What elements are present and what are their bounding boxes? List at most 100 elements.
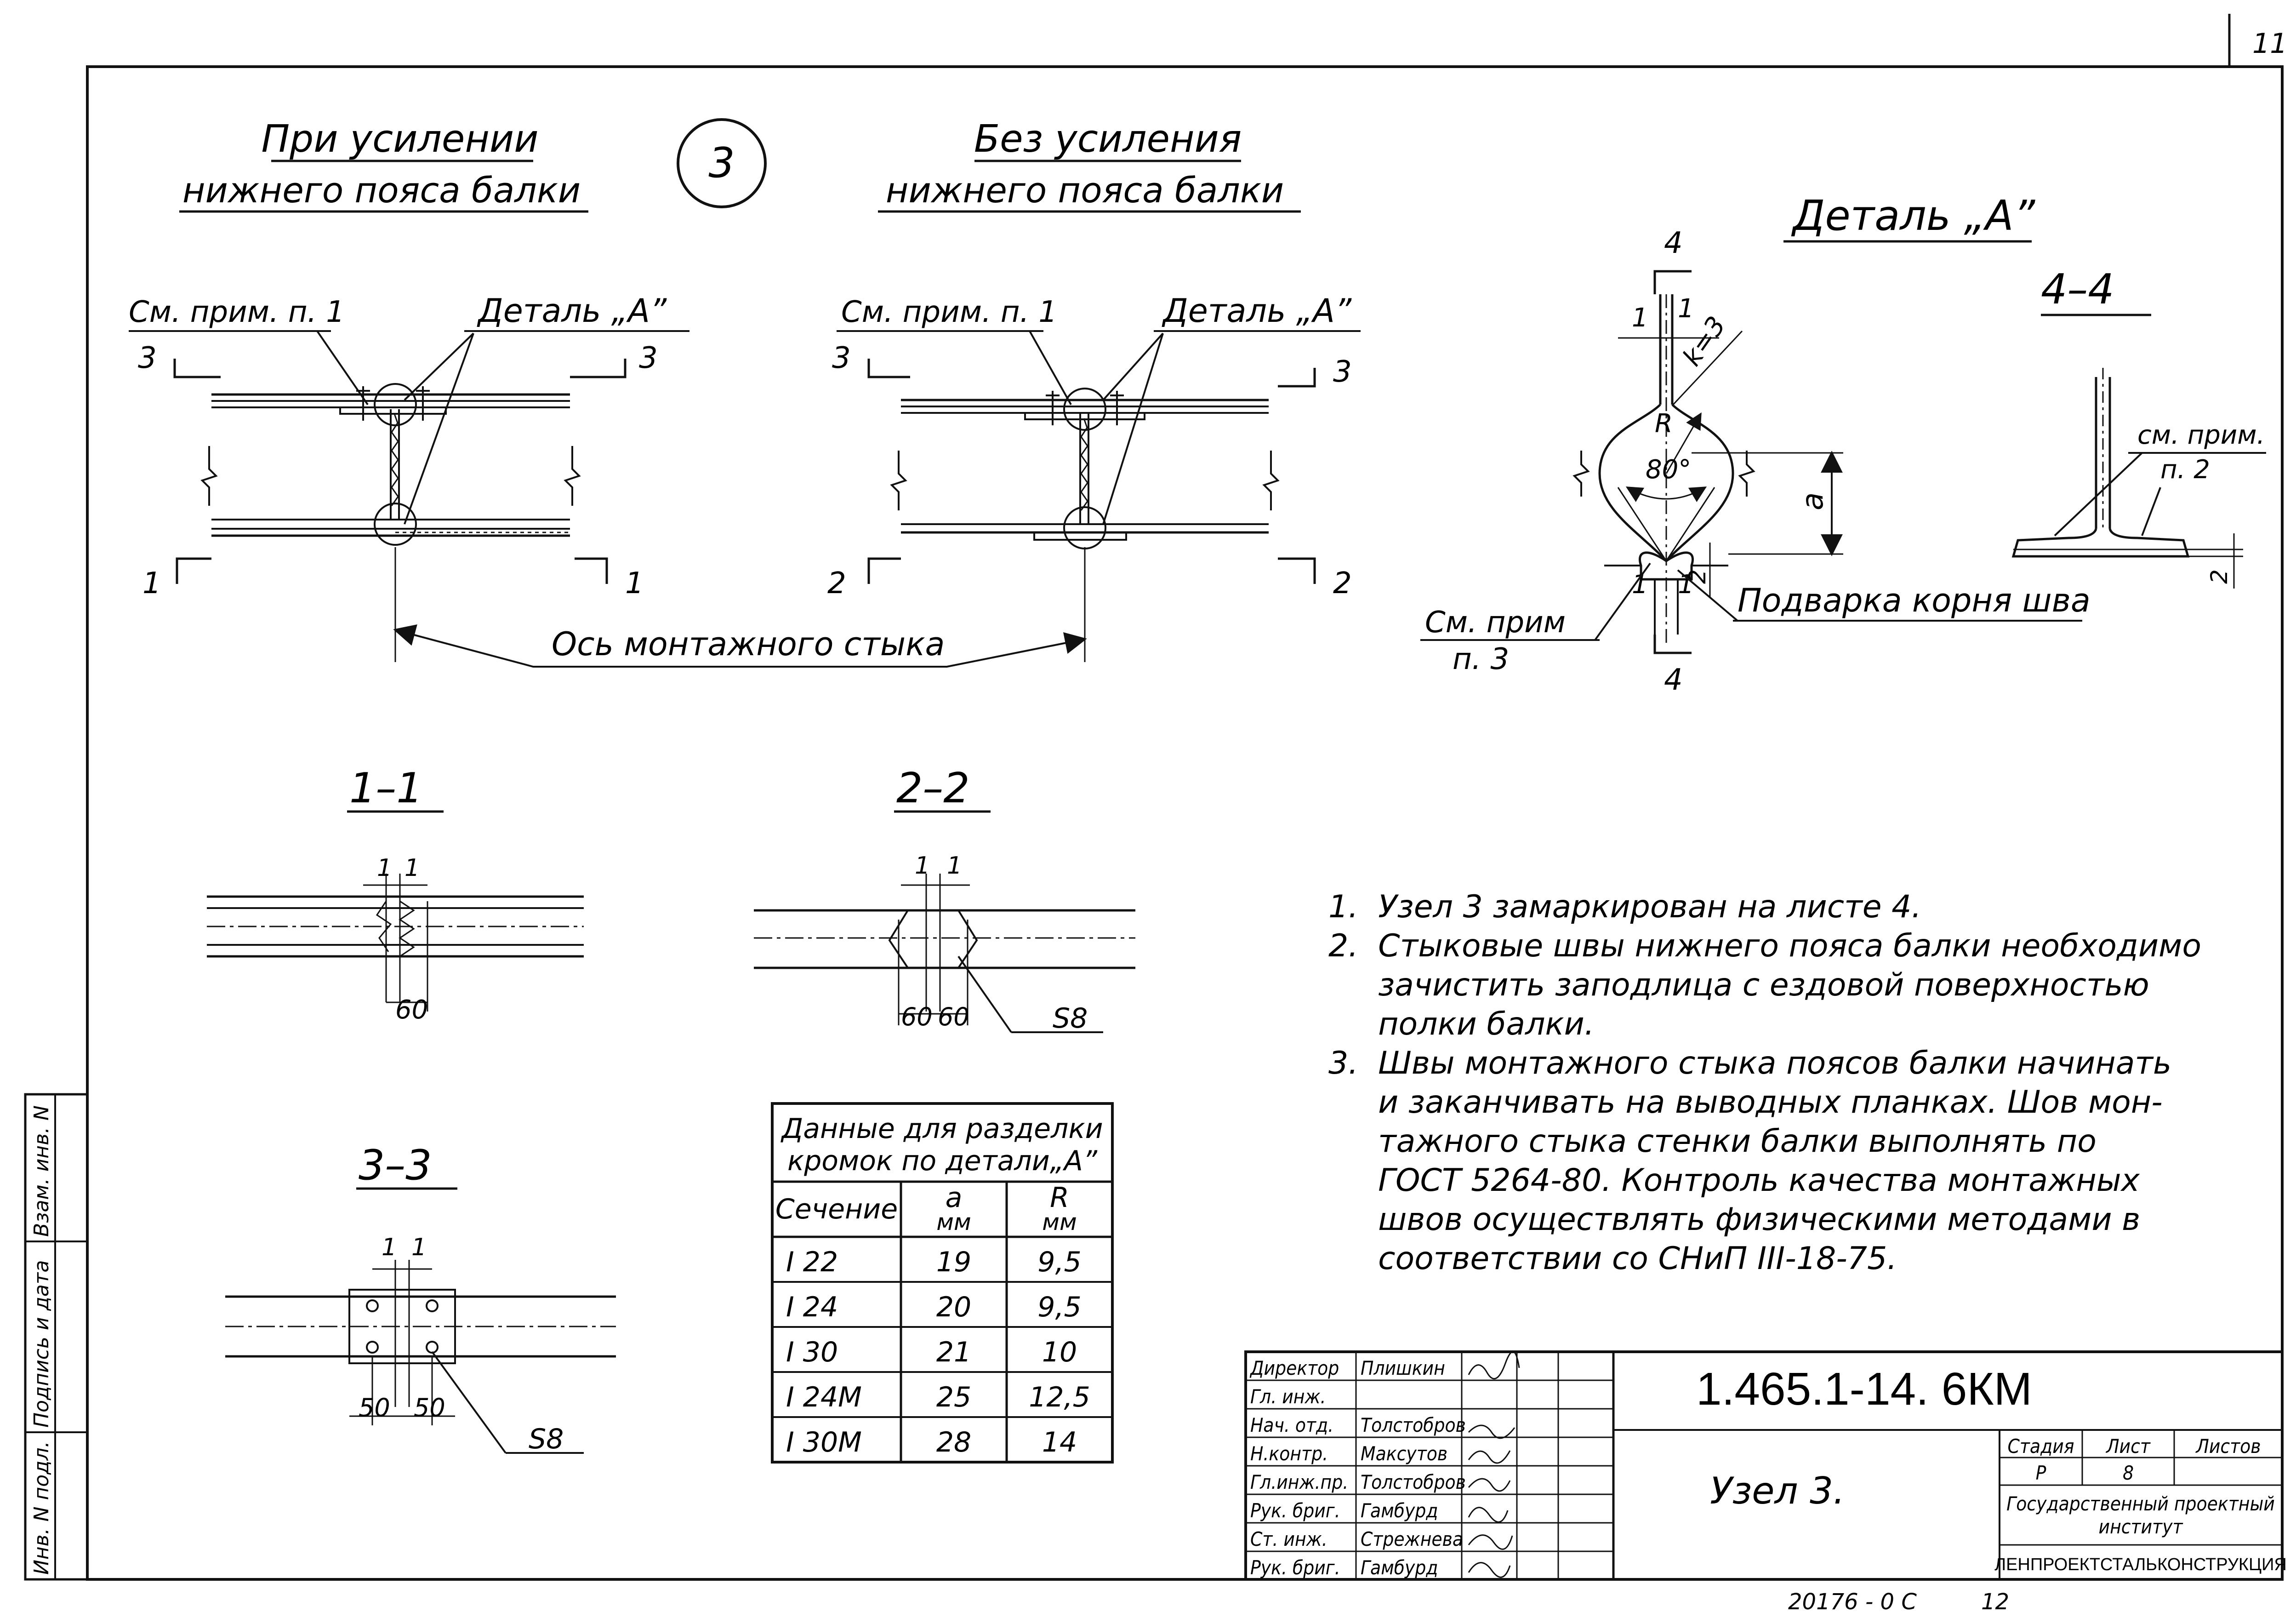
right-header-line2: нижнего пояса балки bbox=[886, 170, 1284, 211]
footer-page: 12 bbox=[1981, 1589, 2009, 1615]
note-line: 2. Стыковые швы нижнего пояса балки необ… bbox=[1328, 928, 2201, 964]
right-section-top-left: 3 bbox=[832, 341, 851, 375]
section-4-4-note-line1: см. прим. bbox=[2137, 420, 2265, 450]
section-2-2-thickness: S8 bbox=[1053, 1002, 1088, 1035]
tb-code: 1.465.1-14. 6КМ bbox=[1696, 1363, 2032, 1415]
detail-a-gap-top-left: 1 bbox=[1632, 303, 1648, 333]
tb-role: Гл.инж.пр. bbox=[1250, 1471, 1348, 1493]
left-section-bottom-right: 1 bbox=[625, 566, 644, 600]
tb-org-line1: Государственный проектный bbox=[2006, 1492, 2275, 1515]
tb-name: Плишкин bbox=[1361, 1357, 1445, 1379]
section-1-1-gap-right: 1 bbox=[405, 854, 420, 882]
title-block: Директор Плишкин Гл. инж. Нач. отд. Толс… bbox=[1244, 1350, 2287, 1581]
node-number-circle bbox=[677, 118, 767, 208]
right-header-line1: Без усиления bbox=[974, 117, 1242, 161]
svg-text:9,5: 9,5 bbox=[1037, 1291, 1081, 1323]
tb-sheet: 8 bbox=[2123, 1462, 2134, 1484]
detail-a-see-note-line1: См. прим bbox=[1425, 606, 1566, 640]
section-2-2-gap-right: 1 bbox=[947, 852, 962, 880]
side-stamp-inv: Инв. N подл. bbox=[30, 1441, 53, 1575]
table-row: I 24M 25 12,5 bbox=[786, 1381, 1090, 1413]
right-see-note: См. прим. п. 1 bbox=[841, 295, 1057, 329]
signature bbox=[1468, 1351, 1520, 1578]
section-2-2: 2–2 1 1 60 60 S8 bbox=[754, 764, 1135, 1035]
table-row: I 30 21 10 bbox=[786, 1336, 1077, 1368]
sheet-number: 11 bbox=[2252, 28, 2287, 60]
section-3-3-title: 3–3 bbox=[359, 1141, 432, 1189]
table-col-r: R bbox=[1050, 1182, 1069, 1214]
section-2-2-dim-right: 60 bbox=[938, 1002, 969, 1031]
tb-role: Рук. бриг. bbox=[1250, 1556, 1340, 1579]
section-1-1-gap-left: 1 bbox=[377, 854, 392, 882]
tb-role: Н.контр. bbox=[1250, 1442, 1328, 1465]
tb-name: Стрежнева bbox=[1361, 1528, 1463, 1550]
tb-role: Гл. инж. bbox=[1250, 1385, 1326, 1408]
axis-label: Ось монтажного стыка bbox=[552, 625, 945, 663]
tb-stage: Р bbox=[2036, 1462, 2046, 1484]
table-col-section: Сечение bbox=[775, 1193, 898, 1225]
detail-a-root-weld: Подварка корня шва bbox=[1738, 582, 2091, 619]
table-row: I 22 19 9,5 bbox=[786, 1246, 1082, 1278]
svg-text:I 24: I 24 bbox=[786, 1291, 838, 1323]
tb-name: Максутов bbox=[1361, 1442, 1447, 1465]
section-4-4-title: 4–4 bbox=[2041, 265, 2114, 314]
tb-sheets-label: Листов bbox=[2195, 1435, 2261, 1458]
left-see-note: См. прим. п. 1 bbox=[129, 295, 345, 329]
tb-name: Толстобров bbox=[1361, 1414, 1466, 1436]
detail-a-title: Деталь „А” bbox=[1791, 192, 2036, 240]
left-detail-label: Деталь „А” bbox=[477, 292, 667, 330]
section-3-3-gap-right: 1 bbox=[411, 1234, 427, 1261]
right-section-bottom-right: 2 bbox=[1333, 566, 1352, 600]
detail-a-mark-bottom: 4 bbox=[1664, 663, 1683, 697]
detail-a-dim-2: 2 bbox=[1684, 569, 1711, 584]
left-elevation-view: См. прим. п. 1 Деталь „А” 3 3 bbox=[129, 292, 689, 600]
footer-archive: 20176 - 0 С bbox=[1788, 1589, 1917, 1615]
note-line: тажного стыка стенки балки выполнять по bbox=[1328, 1123, 2097, 1160]
tb-role: Ст. инж. bbox=[1250, 1528, 1327, 1550]
note-line: 3. Швы монтажного стыка поясов балки нач… bbox=[1328, 1045, 2171, 1081]
detail-a-dim-a: a bbox=[1796, 492, 1830, 510]
side-stamp: Инв. N подл. Подпись и дата Взам. инв. N bbox=[24, 1093, 89, 1581]
section-4-4-note-line2: п. 2 bbox=[2160, 455, 2210, 485]
svg-text:I 24M: I 24M bbox=[786, 1381, 862, 1413]
section-3-3-gap-left: 1 bbox=[382, 1234, 397, 1261]
tb-role: Директор bbox=[1249, 1357, 1339, 1379]
note-line: полки балки. bbox=[1328, 1006, 1594, 1042]
section-4-4-dim-2: 2 bbox=[2206, 569, 2233, 584]
right-section-bottom-left: 2 bbox=[827, 566, 846, 600]
tb-sheet-label: Лист bbox=[2105, 1435, 2151, 1458]
detail-a-gap-top-right: 1 bbox=[1678, 294, 1694, 324]
table-col-a: a bbox=[946, 1182, 963, 1214]
svg-text:28: 28 bbox=[936, 1426, 971, 1458]
svg-text:21: 21 bbox=[936, 1336, 971, 1368]
note-line: ГОСТ 5264-80. Контроль качества монтажны… bbox=[1328, 1162, 2140, 1199]
section-3-3-thickness: S8 bbox=[529, 1423, 564, 1455]
tb-stage-label: Стадия bbox=[2008, 1435, 2074, 1458]
right-elevation-view: См. прим. п. 1 Деталь „А” 3 3 2 2 bbox=[827, 292, 1361, 600]
section-1-1-title: 1–1 bbox=[349, 764, 423, 812]
table-row: I 30M 28 14 bbox=[786, 1426, 1077, 1458]
table-col-a-unit: мм bbox=[936, 1209, 971, 1235]
tb-role: Рук. бриг. bbox=[1250, 1499, 1340, 1522]
tb-org-line2: институт bbox=[2099, 1515, 2183, 1538]
svg-text:I 22: I 22 bbox=[786, 1246, 838, 1278]
side-stamp-replace: Взам. инв. N bbox=[30, 1105, 53, 1237]
note-line: и заканчивать на выводных планках. Шов м… bbox=[1328, 1084, 2163, 1121]
detail-a-gap-bottom-right: 1 bbox=[1678, 570, 1694, 600]
tb-org-line3: ЛЕНПРОЕКТСТАЛЬКОНСТРУКЦИЯ bbox=[1994, 1555, 2287, 1574]
table-title-line2: кромок по детали„А” bbox=[787, 1145, 1098, 1177]
section-3-3-dim-right: 50 bbox=[414, 1393, 445, 1422]
left-section-top-left: 3 bbox=[138, 341, 157, 375]
detail-a-mark-top: 4 bbox=[1664, 226, 1683, 260]
detail-a: Деталь „А” 4 4 1 1 1 1 k=3 R 80° bbox=[1420, 192, 2091, 697]
sheet-frame bbox=[86, 65, 2284, 1581]
tb-title: Узел 3. bbox=[1710, 1469, 1845, 1512]
svg-text:12,5: 12,5 bbox=[1029, 1381, 1090, 1413]
section-1-1: 1–1 1 1 60 bbox=[207, 764, 584, 1025]
svg-text:19: 19 bbox=[936, 1246, 971, 1278]
section-4-4: 4–4 см. прим. п. 2 2 bbox=[2011, 265, 2266, 589]
svg-text:10: 10 bbox=[1042, 1336, 1077, 1368]
left-section-top-right: 3 bbox=[639, 341, 658, 375]
note-line: соответствии со СНиП III-18-75. bbox=[1328, 1241, 1897, 1277]
svg-text:9,5: 9,5 bbox=[1037, 1246, 1081, 1278]
